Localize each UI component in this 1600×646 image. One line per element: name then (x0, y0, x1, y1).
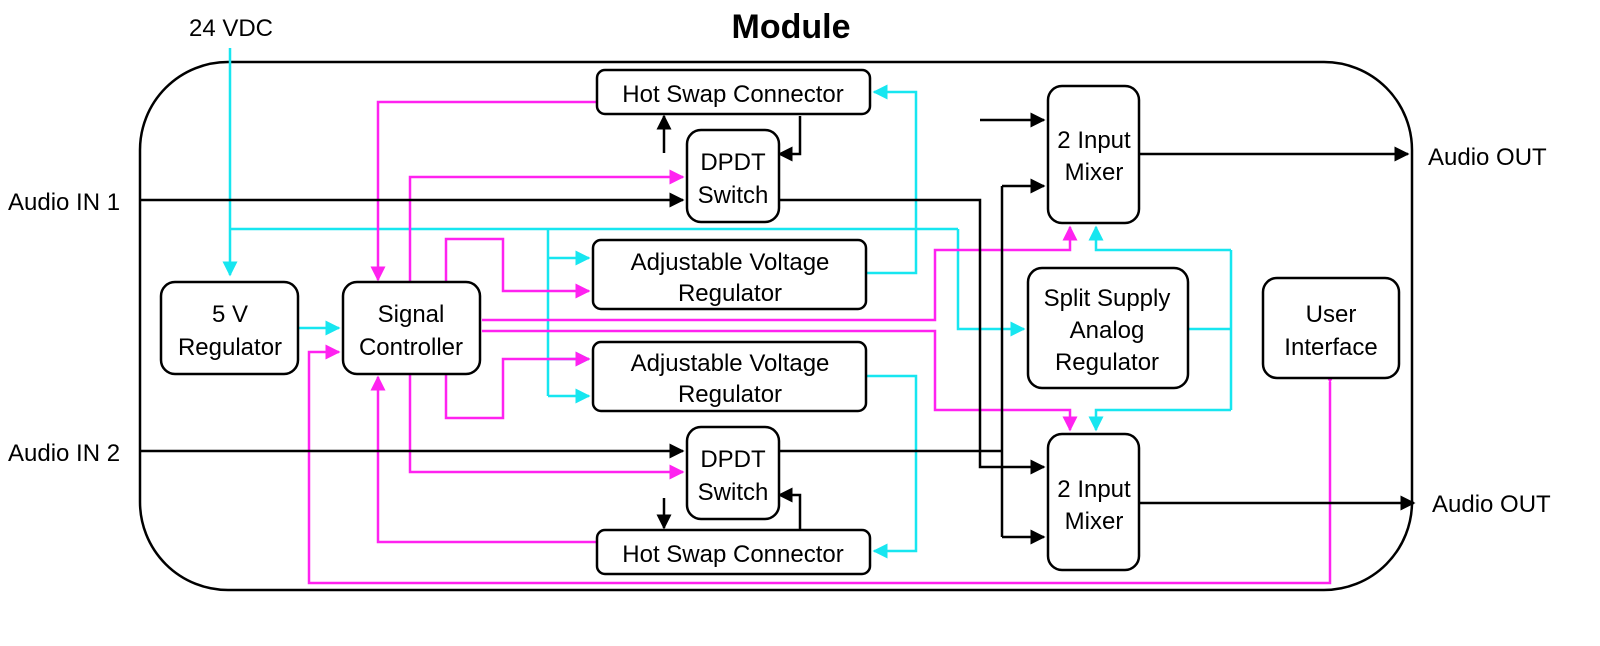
block-label: DPDT (700, 149, 766, 176)
audio-in-2-label: Audio IN 2 (8, 440, 120, 467)
module-frame (138, 60, 1414, 592)
block-dpdt-switch-bottom: DPDT Switch (685, 425, 781, 521)
power-input-label: 24 VDC (189, 15, 273, 42)
block-hot-swap-top: Hot Swap Connector (595, 68, 872, 116)
block-mixer-top: 2 Input Mixer (1046, 84, 1141, 225)
block-label: 2 Input (1057, 127, 1131, 154)
diagram-title: Module (732, 8, 851, 46)
block-label: Interface (1284, 334, 1377, 361)
block-label: Mixer (1065, 508, 1124, 535)
block-label: Mixer (1065, 159, 1124, 186)
block-label: Regulator (178, 334, 282, 361)
block-5v-regulator: 5 V Regulator (159, 280, 300, 376)
block-label: Regulator (678, 381, 782, 408)
audio-in-1-label: Audio IN 1 (8, 189, 120, 216)
block-adjustable-regulator-top: Adjustable Voltage Regulator (591, 238, 868, 311)
block-label: Switch (698, 479, 769, 506)
block-label: Split Supply (1044, 285, 1171, 312)
block-label: Regulator (1055, 349, 1159, 376)
block-label: Analog (1070, 317, 1145, 344)
block-label: Hot Swap Connector (622, 541, 843, 568)
audio-wires (140, 112, 1416, 545)
block-label: Hot Swap Connector (622, 81, 843, 108)
block-adjustable-regulator-bottom: Adjustable Voltage Regulator (591, 340, 868, 413)
block-label: User (1306, 301, 1357, 328)
block-split-supply-regulator: Split Supply Analog Regulator (1026, 266, 1190, 390)
block-hot-swap-bottom: Hot Swap Connector (595, 528, 872, 576)
block-label: Regulator (678, 280, 782, 307)
block-label: DPDT (700, 446, 766, 473)
block-label: Signal (378, 301, 445, 328)
audio-out-2-label: Audio OUT (1432, 491, 1551, 518)
block-dpdt-switch-top: DPDT Switch (685, 128, 781, 224)
block-user-interface: User Interface (1261, 276, 1401, 380)
block-label: Switch (698, 182, 769, 209)
block-label: 2 Input (1057, 476, 1131, 503)
control-wires (307, 100, 1338, 585)
audio-out-1-label: Audio OUT (1428, 144, 1547, 171)
block-label: Adjustable Voltage (631, 350, 830, 377)
block-label: 5 V (212, 301, 248, 328)
block-label: Adjustable Voltage (631, 249, 830, 276)
block-signal-controller: Signal Controller (341, 280, 482, 376)
block-mixer-bottom: 2 Input Mixer (1046, 432, 1141, 572)
block-label: Controller (359, 334, 463, 361)
